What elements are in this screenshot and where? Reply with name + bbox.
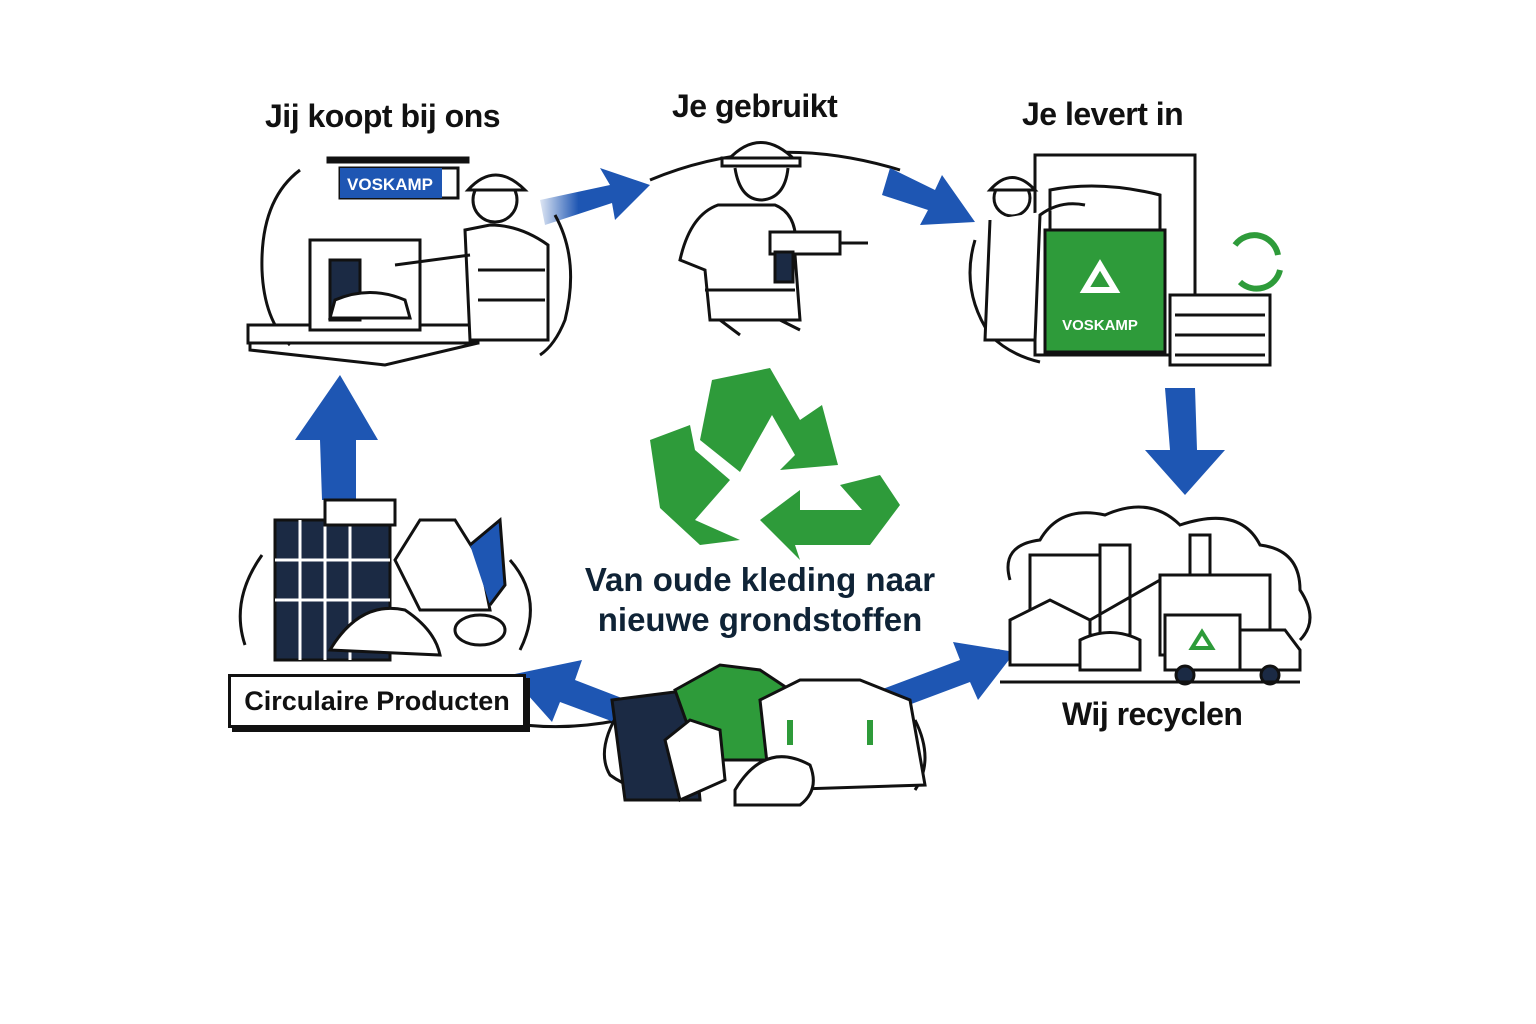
circular-products-label: Circulaire Producten — [228, 674, 526, 728]
store-counter-icon — [246, 156, 573, 367]
shop-sign-text: VOSKAMP — [347, 175, 433, 194]
truck-recycle-icon — [1188, 628, 1216, 650]
step-recycle-title: Wij recyclen — [1062, 696, 1243, 732]
step-buy-title: Jij koopt bij ons — [265, 98, 501, 134]
bin-label-text: VOSKAMP — [1062, 317, 1138, 334]
bin-recycle-icon — [1079, 259, 1121, 293]
recycle-factory-icon — [1000, 505, 1312, 686]
small-recycle-icon — [1232, 232, 1283, 292]
recycle-symbol-icon — [650, 368, 900, 560]
arrow-circular-to-buy — [295, 375, 378, 500]
arrow-use-to-return — [882, 168, 975, 225]
circular-products-icon — [238, 498, 532, 662]
step-use-title: Je gebruikt — [672, 88, 838, 124]
center-caption: Van oude kleding naar nieuwe grondstoffe… — [520, 560, 1000, 640]
arrow-products-to-circular — [510, 660, 640, 728]
workwear-pile-icon — [602, 663, 927, 807]
arrow-return-to-recycle — [1145, 388, 1225, 495]
center-caption-line1: Van oude kleding naar — [584, 561, 936, 598]
arrow-buy-to-use — [540, 168, 650, 225]
worker-drill-icon — [678, 141, 868, 337]
arrow-recycle-to-products — [880, 642, 1015, 712]
center-caption-line2: nieuwe grondstoffen — [597, 601, 923, 638]
step-return-title: Je levert in — [1022, 96, 1184, 132]
return-bin-icon — [968, 153, 1272, 367]
